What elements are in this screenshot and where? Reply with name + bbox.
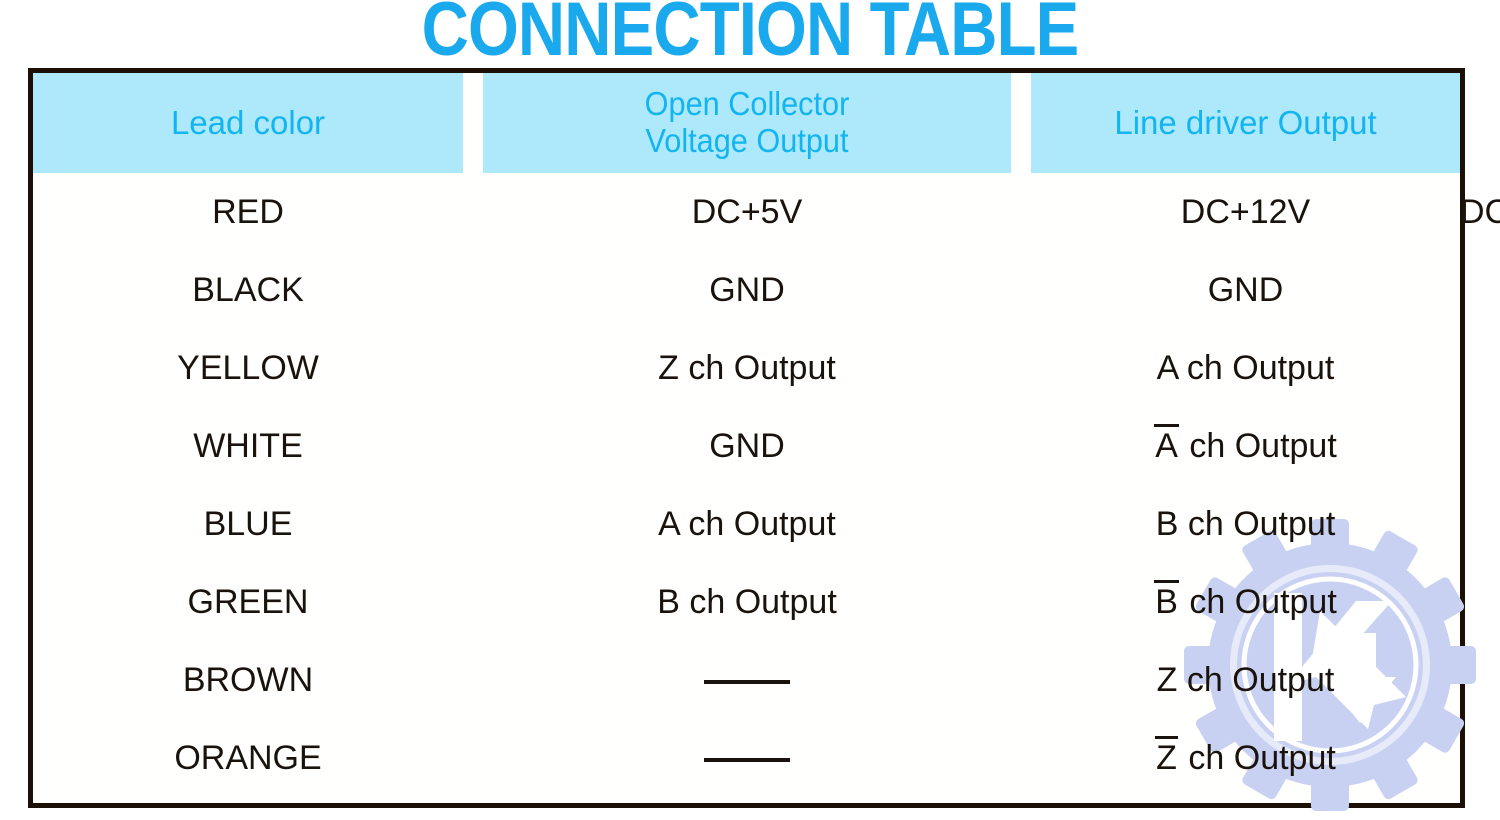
dash-icon [704, 757, 790, 762]
cell-line-driver: A ch Output [1156, 348, 1335, 387]
cell-line-driver-text: ch Output [1179, 582, 1337, 621]
cell-lead-color: RED [212, 192, 284, 231]
cell-line-driver: GND [1207, 270, 1284, 309]
cell-lead-color: GREEN [187, 582, 309, 621]
cell-open-collector-none [463, 641, 1031, 719]
cell-lead-color: BLUE [203, 504, 293, 543]
connection-table: Lead color Open Collector Voltage Output… [33, 73, 1500, 797]
cell-lead-color: BROWN [182, 660, 314, 699]
cell-open-collector: GND [709, 270, 785, 309]
cell-open-collector: A ch Output [658, 504, 836, 543]
overline-symbol: B [1154, 579, 1179, 621]
table-row: BLUE A ch Output B ch Output [33, 485, 1460, 563]
cell-open-collector: Z ch Output [658, 348, 836, 387]
table-row: BLACK GND GND [33, 251, 1460, 329]
page-title: CONNECTION TABLE [421, 0, 1080, 72]
cell-line-driver: A ch Output [1031, 407, 1460, 485]
cell-lead-color: YELLOW [177, 348, 319, 387]
overline-symbol: A [1154, 423, 1179, 465]
cell-open-collector-5v: DC+5V [691, 192, 803, 231]
cell-lead-color: WHITE [193, 426, 303, 465]
cell-open-collector: B ch Output [657, 582, 837, 621]
cell-lead-color: BLACK [192, 270, 304, 309]
cell-line-driver: B ch Output [1155, 504, 1336, 543]
table-header-row: Lead color Open Collector Voltage Output… [33, 73, 1460, 173]
cell-line-driver-text: ch Output [1178, 738, 1336, 777]
cell-line-driver-text: ch Output [1179, 426, 1337, 465]
dash-icon [704, 679, 790, 684]
header-line-2: Voltage Output [645, 122, 849, 159]
cell-line-driver: B ch Output [1031, 563, 1460, 641]
column-header-line-driver: Line driver Output [1031, 73, 1460, 173]
column-header-open-collector: Open Collector Voltage Output [482, 73, 1012, 173]
overline-symbol: Z [1155, 735, 1178, 777]
cell-line-driver: Z ch Output [1156, 660, 1335, 699]
table-row: WHITE GND A ch Output [33, 407, 1460, 485]
header-line-1: Open Collector [644, 85, 850, 123]
cell-open-collector-12v: DC+12V [1180, 192, 1311, 231]
cell-open-collector: GND [709, 426, 785, 465]
column-header-lead-color: Lead color [33, 73, 463, 173]
table-row: YELLOW Z ch Output A ch Output [33, 329, 1460, 407]
connection-table-container: Lead color Open Collector Voltage Output… [28, 68, 1500, 808]
cell-lead-color: ORANGE [174, 738, 322, 777]
cell-line-driver: Z ch Output [1031, 719, 1460, 797]
cell-open-collector-none [463, 719, 1031, 797]
table-row: ORANGE Z ch Output [33, 719, 1460, 797]
table-row: BROWN Z ch Output [33, 641, 1460, 719]
